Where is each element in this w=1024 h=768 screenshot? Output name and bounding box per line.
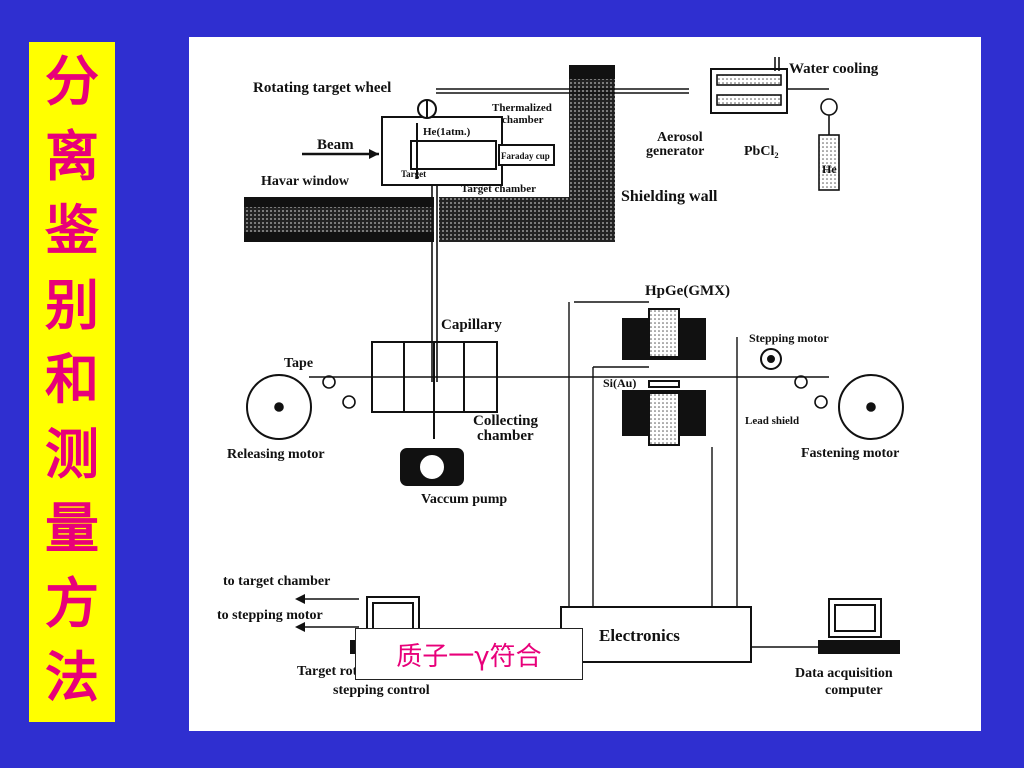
label-water-cooling: Water cooling [789,61,879,77]
apparatus-diagram: Rotating target wheel Water cooling Ther… [189,37,981,731]
title-char: 鉴 [45,199,99,262]
label-thermalized-1: Thermalized [492,102,552,114]
label-shielding-wall: Shielding wall [621,188,718,205]
label-hpge: HpGe(GMX) [645,283,730,299]
capillary-line [431,185,438,382]
label-stepping-motor: Stepping motor [749,331,829,345]
label-fastening-motor: Fastening motor [801,446,899,461]
label-to-stepping-motor: to stepping motor [217,608,323,623]
title-char: 法 [45,646,99,709]
label-beam: Beam [317,137,354,153]
detector-assembly [622,308,782,446]
label-aerosol-2: generator [646,144,704,159]
label-collecting-1: Collecting [473,413,538,429]
label-thermalized-2: chamber [502,114,544,126]
label-si-au: Si(Au) [603,376,636,390]
tape-path [246,374,904,440]
title-char: 和 [45,348,99,411]
label-control-2: stepping control [333,683,430,698]
label-lead-shield: Lead shield [745,415,799,427]
collecting-chamber [371,341,498,486]
label-tape: Tape [284,356,313,371]
label-target-chamber: Target chamber [461,183,536,195]
label-he-bottle: He [822,162,837,176]
label-collecting-2: chamber [477,428,534,444]
label-target: Target [401,169,426,179]
coincidence-label: 质子一γ符合 [355,628,583,680]
label-capillary: Capillary [441,317,502,333]
vertical-title: 分 离 鉴 别 和 测 量 方 法 [29,42,115,722]
label-aerosol-1: Aerosol [657,130,703,145]
title-char: 测 [45,422,99,486]
label-rotating-target-wheel: Rotating target wheel [253,80,391,96]
label-pbcl2: PbCl₂ [744,144,779,159]
label-havar-window: Havar window [261,174,350,189]
label-electronics: Electronics [599,626,680,645]
title-char: 方 [45,571,99,635]
shielding-wall [244,65,615,242]
title-char: 离 [45,124,99,188]
title-char: 别 [45,273,99,337]
label-daq-1: Data acquisition [795,666,893,681]
title-char: 分 [45,50,99,113]
title-char: 量 [45,497,99,560]
label-daq-2: computer [825,683,883,698]
signal-cables [560,301,752,663]
label-faraday-cup: Faraday cup [501,151,550,161]
target-chamber [302,99,555,186]
label-he-1atm: He(1atm.) [423,126,471,138]
gas-line [436,57,840,191]
label-releasing-motor: Releasing motor [227,447,325,462]
label-vaccum-pump: Vaccum pump [421,492,507,507]
label-to-target-chamber: to target chamber [223,574,330,589]
